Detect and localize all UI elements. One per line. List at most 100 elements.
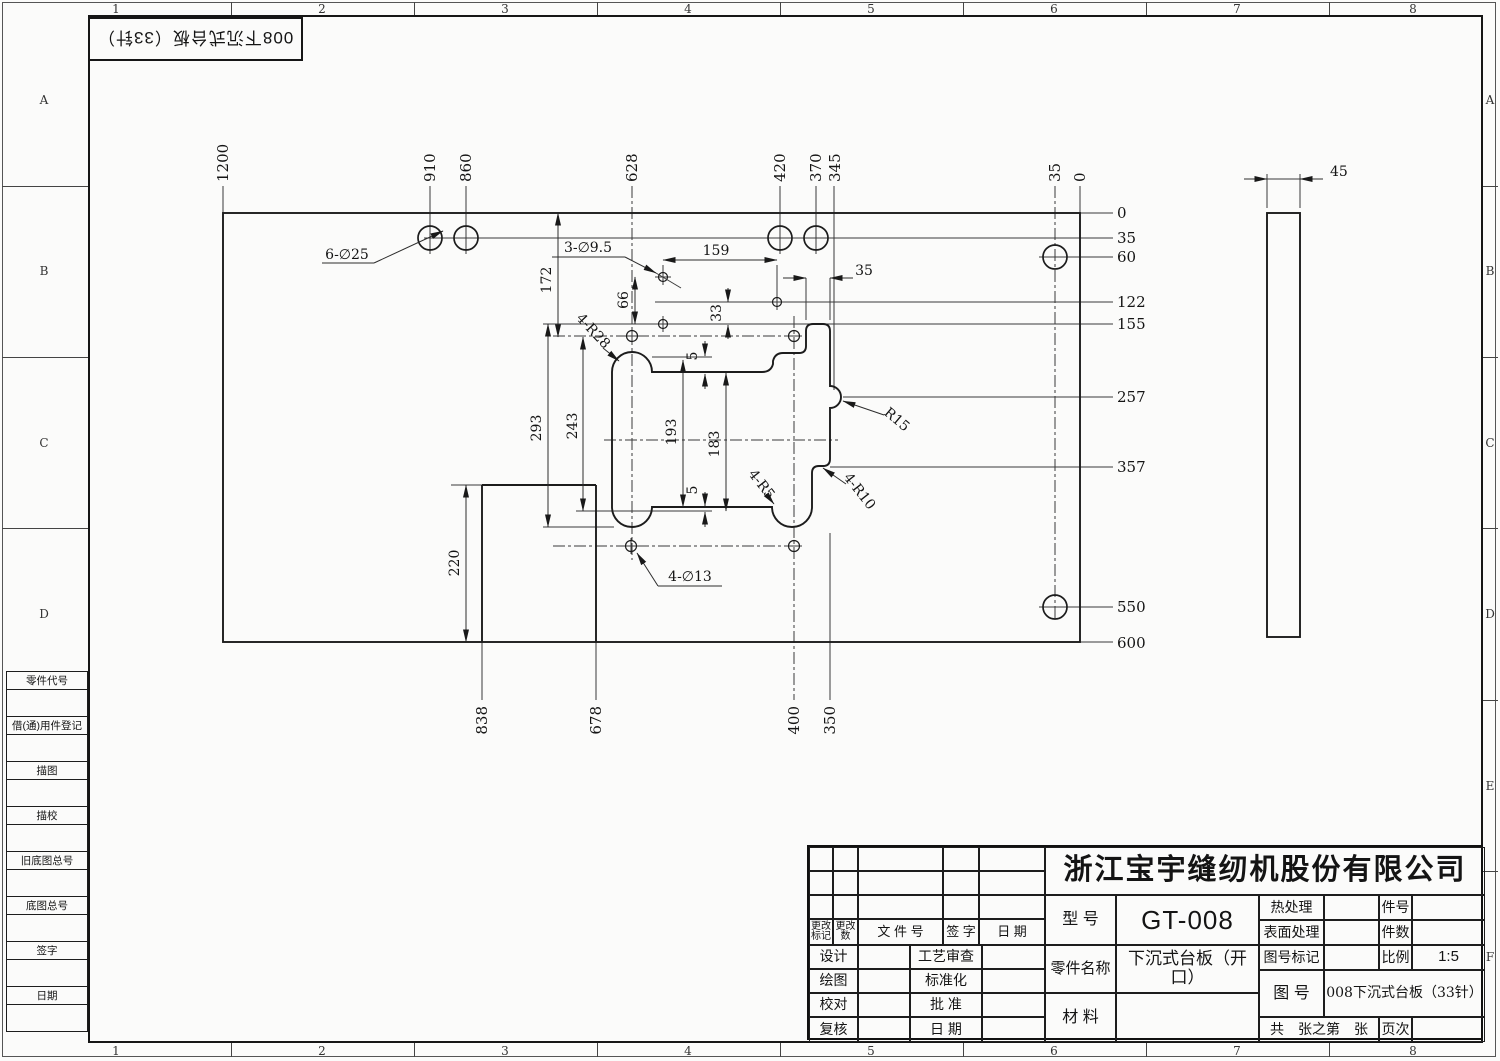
zone-col: 4 bbox=[684, 2, 692, 16]
sign-design-label: 设计 bbox=[809, 945, 858, 969]
dim-5-top: 5 bbox=[685, 352, 701, 361]
zone-row-right: F bbox=[1485, 950, 1495, 964]
dim-top-1200: 1200 bbox=[214, 144, 232, 182]
dim-top-420: 420 bbox=[771, 153, 789, 182]
sheets-label: 共 张之第 张 bbox=[1259, 1017, 1379, 1042]
rev-blank bbox=[833, 847, 858, 871]
rev-header-date: 日 期 bbox=[979, 919, 1045, 945]
rev-blank bbox=[809, 895, 833, 919]
dim-bottom-678: 678 bbox=[587, 706, 605, 735]
rev-header-file-no: 文 件 号 bbox=[858, 919, 943, 945]
dimension-labels: 1200 910 860 628 420 370 345 35 0 838 67… bbox=[214, 144, 1348, 735]
approve-process-value bbox=[982, 945, 1045, 969]
callout-4-r5: 4-R5 bbox=[745, 467, 778, 503]
model-value: GT-008 bbox=[1116, 895, 1259, 945]
zone-row-left: C bbox=[39, 436, 49, 450]
surface-treatment-value bbox=[1324, 920, 1379, 945]
zone-tick bbox=[1483, 357, 1498, 358]
dim-top-345: 345 bbox=[826, 153, 844, 182]
drawing-number-stamp: 008下沉式台板（33针） bbox=[88, 17, 303, 61]
item-no-value bbox=[1412, 895, 1485, 920]
zone-col: 8 bbox=[1409, 2, 1417, 16]
dim-172: 172 bbox=[539, 267, 555, 294]
sign-draw-label: 绘图 bbox=[809, 969, 858, 993]
zone-tick bbox=[1483, 871, 1498, 872]
dim-right-155: 155 bbox=[1117, 315, 1146, 333]
dim-right-122: 122 bbox=[1117, 293, 1146, 311]
zone-col: 2 bbox=[318, 1044, 326, 1058]
dim-66: 66 bbox=[616, 291, 632, 309]
zone-tick bbox=[2, 528, 88, 529]
company-name: 浙江宝宇缝纫机股份有限公司 bbox=[1045, 847, 1485, 895]
zone-col: 5 bbox=[867, 2, 875, 16]
material-label: 材 料 bbox=[1045, 993, 1116, 1042]
callout-6-d25: 6-∅25 bbox=[325, 247, 369, 263]
rev-blank bbox=[979, 847, 1045, 871]
zone-col: 6 bbox=[1050, 1044, 1058, 1058]
zone-tick bbox=[963, 1043, 964, 1057]
zone-tick bbox=[1483, 186, 1498, 187]
dim-top-860: 860 bbox=[457, 153, 475, 182]
sheet-inner-frame bbox=[88, 15, 1483, 1043]
drawing-mark-value bbox=[1324, 945, 1379, 970]
side-view bbox=[1244, 174, 1323, 638]
item-no-label: 件号 bbox=[1379, 895, 1412, 920]
dim-right-35: 35 bbox=[1117, 229, 1136, 247]
zone-row-left: A bbox=[39, 93, 49, 107]
dim-193: 193 bbox=[664, 419, 680, 446]
zone-tick bbox=[780, 1043, 781, 1057]
zone-tick bbox=[414, 1043, 415, 1057]
dim-right-60: 60 bbox=[1117, 248, 1136, 266]
rev-blank bbox=[943, 895, 979, 919]
dim-right-0: 0 bbox=[1117, 204, 1127, 222]
approve-approve-value bbox=[982, 993, 1045, 1017]
zone-tick bbox=[231, 1043, 232, 1057]
dim-243: 243 bbox=[565, 413, 581, 440]
dim-159: 159 bbox=[703, 243, 730, 259]
rev-header-mark: 更改标记 bbox=[809, 919, 833, 945]
zone-col: 3 bbox=[501, 2, 509, 16]
zone-col: 3 bbox=[501, 1044, 509, 1058]
zone-col: 1 bbox=[112, 2, 120, 16]
sign-draw-value bbox=[858, 969, 910, 993]
zone-tick bbox=[597, 2, 598, 15]
model-label: 型 号 bbox=[1045, 895, 1116, 945]
drawing-mark-label: 图号标记 bbox=[1259, 945, 1324, 970]
rev-header-sign: 签 字 bbox=[943, 919, 979, 945]
page-value bbox=[1412, 1017, 1485, 1042]
dim-top-910: 910 bbox=[421, 153, 439, 182]
approve-date-value bbox=[982, 1017, 1045, 1042]
zone-tick bbox=[1483, 700, 1498, 701]
approve-standard-label: 标准化 bbox=[910, 969, 982, 993]
part-name-value: 下沉式台板（开口） bbox=[1116, 945, 1259, 993]
rev-blank bbox=[809, 871, 833, 895]
zone-col: 7 bbox=[1233, 2, 1241, 16]
approve-process-label: 工艺审查 bbox=[910, 945, 982, 969]
zone-tick bbox=[2, 357, 88, 358]
dim-220: 220 bbox=[447, 550, 463, 577]
margin-blank bbox=[6, 1004, 88, 1032]
rev-blank bbox=[943, 847, 979, 871]
rev-blank bbox=[833, 871, 858, 895]
zone-tick bbox=[963, 2, 964, 15]
scale-value: 1:5 bbox=[1412, 945, 1485, 970]
drawing-no-value: 008下沉式台板（33针） bbox=[1324, 970, 1485, 1017]
sign-review-label: 复核 bbox=[809, 1017, 858, 1042]
material-value bbox=[1116, 993, 1259, 1042]
dim-right-550: 550 bbox=[1117, 598, 1146, 616]
dim-top-370: 370 bbox=[807, 153, 825, 182]
zone-row-right: A bbox=[1485, 93, 1495, 107]
item-qty-value bbox=[1412, 920, 1485, 945]
rev-blank bbox=[943, 871, 979, 895]
rev-blank bbox=[858, 871, 943, 895]
zone-tick bbox=[1483, 528, 1498, 529]
zone-tick bbox=[231, 2, 232, 15]
callout-4-r10: 4-R10 bbox=[840, 470, 878, 513]
approve-standard-value bbox=[982, 969, 1045, 993]
callout-r15: R15 bbox=[881, 405, 913, 435]
zone-row-left: D bbox=[39, 607, 49, 621]
zone-col: 4 bbox=[684, 1044, 692, 1058]
zone-col: 5 bbox=[867, 1044, 875, 1058]
